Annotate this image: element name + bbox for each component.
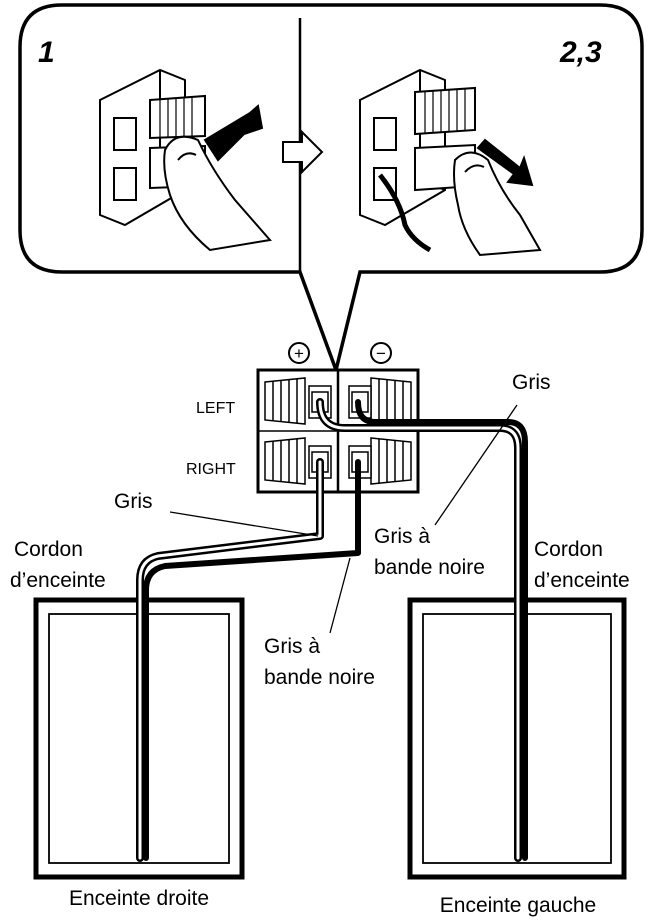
leader-lines xyxy=(169,404,518,634)
arrow-right-icon xyxy=(282,129,324,175)
step-label-2-3: 2,3 xyxy=(559,36,602,69)
speaker-left-caption: Enceinte gauche xyxy=(440,894,596,917)
right-terminal-label: RIGHT xyxy=(186,461,236,478)
gris-bande-label-mid-line1: Gris à xyxy=(374,525,430,548)
gris-label-top: Gris xyxy=(512,371,551,394)
minus-symbol: − xyxy=(376,344,386,363)
gris-label-left: Gris xyxy=(114,490,153,513)
cordon-label-right-line2: d’enceinte xyxy=(534,569,630,592)
speaker-right-caption: Enceinte droite xyxy=(69,887,209,910)
plus-symbol: + xyxy=(294,344,304,363)
gris-bande-label-low-line1: Gris à xyxy=(264,635,320,658)
finger-press-icon xyxy=(99,68,272,252)
finger-release-icon xyxy=(359,68,542,257)
plus-symbol-circle xyxy=(288,342,310,364)
gris-bande-label-low-line2: bande noire xyxy=(264,666,375,689)
step-label-1: 1 xyxy=(38,36,55,69)
cordon-label-right-line1: Cordon xyxy=(534,538,603,561)
cordon-label-left-line2: d’enceinte xyxy=(10,569,106,592)
left-terminal-label: LEFT xyxy=(196,400,235,417)
gris-bande-label-mid-line2: bande noire xyxy=(374,556,485,579)
cordon-label-left-line1: Cordon xyxy=(14,538,83,561)
minus-symbol-circle xyxy=(370,342,392,364)
speaker-cables xyxy=(136,398,528,862)
